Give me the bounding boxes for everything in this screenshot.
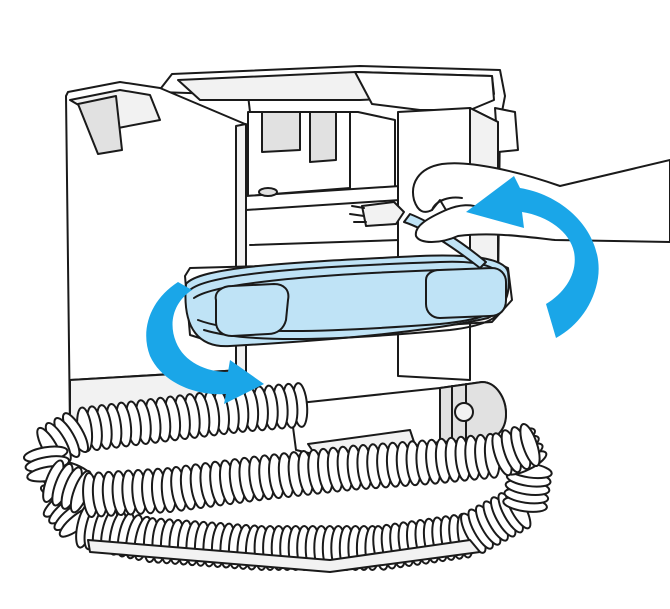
hose-ring: [519, 423, 541, 467]
arrow-rotate-right-icon: [466, 176, 599, 338]
power-plug: [349, 201, 405, 227]
arrow-rotate-left-icon: [146, 282, 264, 404]
base-tray: [87, 539, 481, 573]
